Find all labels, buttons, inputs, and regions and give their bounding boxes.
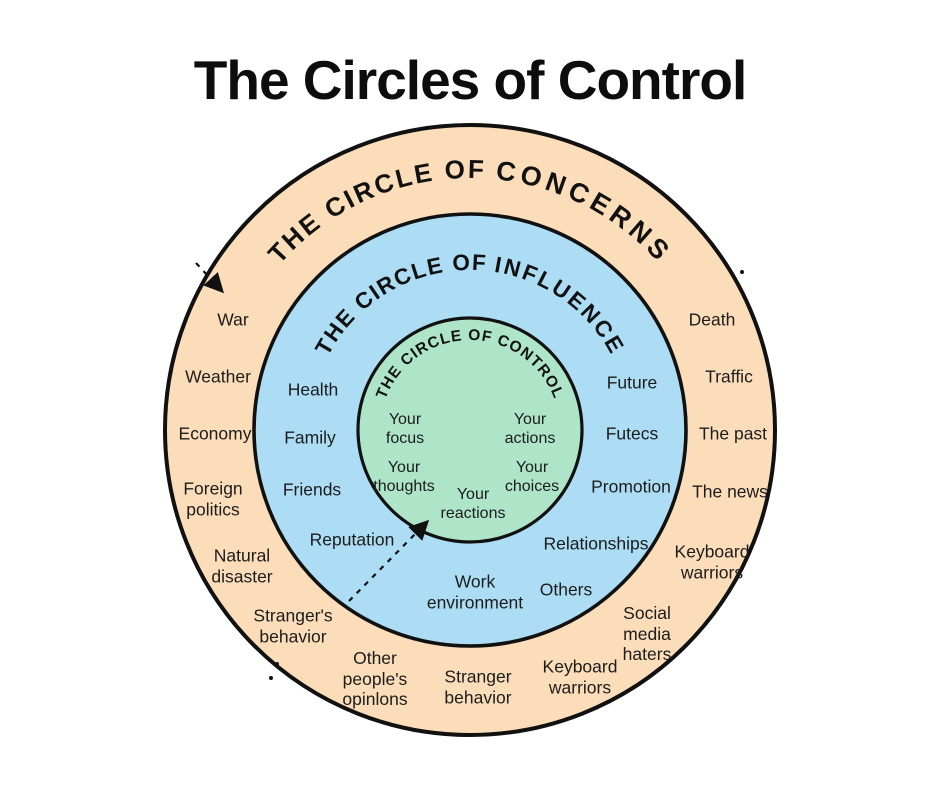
concern-the-news: The news <box>692 481 768 502</box>
control-your-thoughts: Your thoughts <box>373 459 435 495</box>
concern-keyboard-warriors-right: Keyboard warriors <box>674 541 750 582</box>
control-your-reactions: Your reactions <box>440 486 506 522</box>
dash-dot <box>275 662 279 666</box>
influence-health: Health <box>287 379 339 400</box>
influence-relationships: Relationships <box>543 533 649 554</box>
concern-natural-disaster: Natural disaster <box>211 545 273 586</box>
control-your-choices: Your choices <box>504 459 560 495</box>
concern-traffic: Traffic <box>705 366 753 387</box>
control-your-actions: Your actions <box>504 411 556 447</box>
concern-foreign-politics: Foreign politics <box>183 478 243 519</box>
concern-weather: Weather <box>185 366 251 387</box>
influence-reputation: Reputation <box>309 529 395 550</box>
concern-stranger-behavior: Stranger behavior <box>444 666 512 707</box>
concern-other-peoples-opinions: Other people's opinlons <box>342 648 408 710</box>
concern-war: War <box>217 309 249 330</box>
influence-work-environment: Work environment <box>426 571 524 612</box>
dash-dot <box>740 270 744 274</box>
influence-family: Family <box>284 427 336 448</box>
influence-futecs: Futecs <box>605 423 659 444</box>
page-title: The Circles of Control <box>193 49 748 111</box>
concern-social-media-haters: Social media haters <box>622 603 672 665</box>
dashed-arrow-to-your-reactions <box>348 519 430 602</box>
influence-future: Future <box>606 372 658 393</box>
circle-of-control-disc <box>356 316 584 544</box>
dash-dot <box>269 676 273 680</box>
concern-strangers-behavior: Stranger's behavior <box>253 605 333 646</box>
influence-promotion: Promotion <box>591 476 671 497</box>
influence-others: Others <box>539 579 593 600</box>
concern-death: Death <box>688 309 736 330</box>
concern-keyboard-warriors-bottom: Keyboard warriors <box>542 656 618 697</box>
concern-the-past: The past <box>698 423 768 444</box>
influence-friends: Friends <box>282 479 342 500</box>
concern-economy: Economy <box>178 423 252 444</box>
control-your-focus: Your focus <box>385 411 425 447</box>
